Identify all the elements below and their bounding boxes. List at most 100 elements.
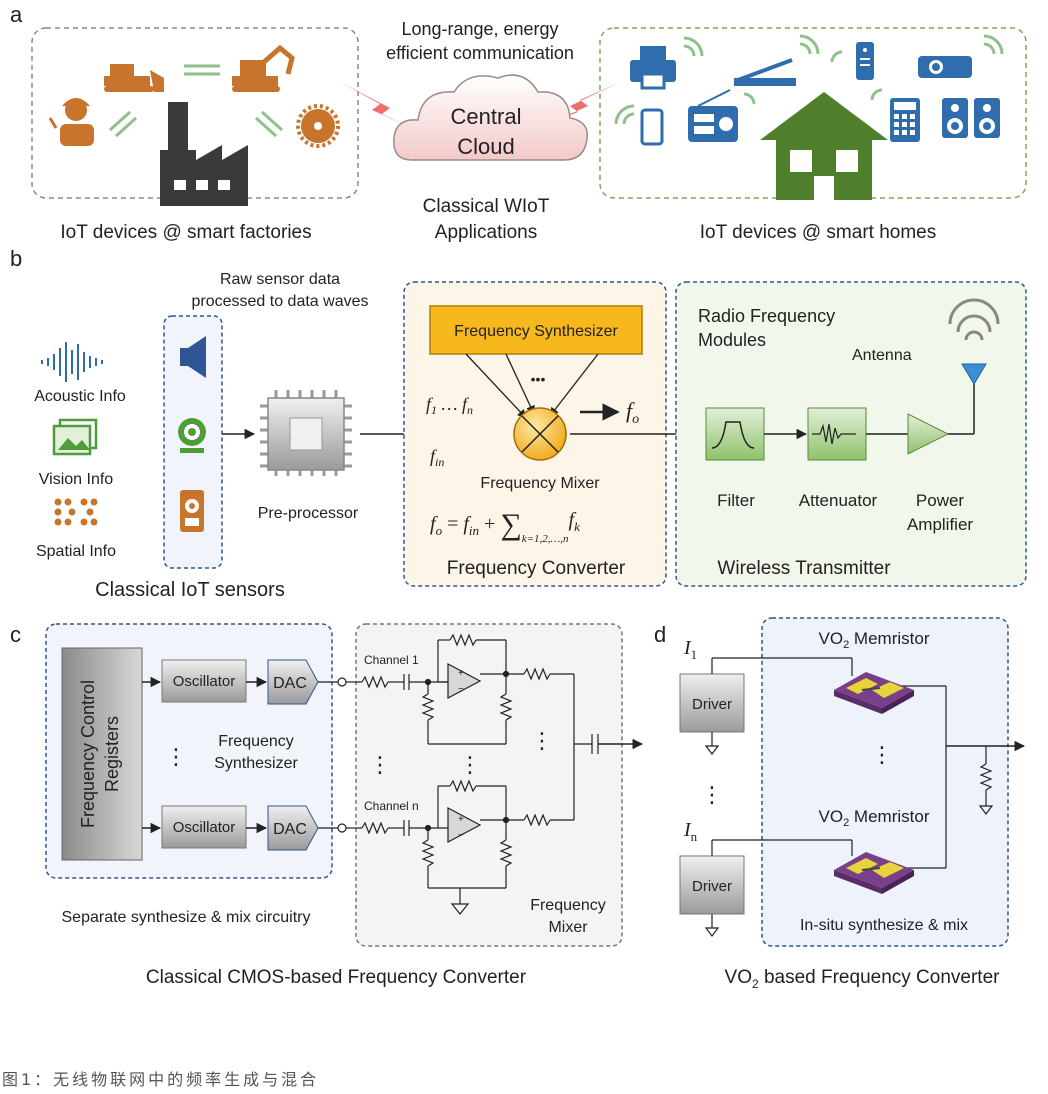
memristor-vertical-dots: ⋮ — [871, 742, 893, 767]
dac-n-block — [267, 805, 319, 851]
filter-label: Filter — [717, 491, 755, 510]
memristor-n-label: VO2 Memristor — [819, 807, 930, 829]
homes-caption: IoT devices @ smart homes — [700, 222, 936, 243]
output-vertical-dots: ⋮ — [531, 728, 553, 753]
factories-caption: IoT devices @ smart factories — [60, 222, 311, 243]
mixer-circuit-channel-n — [318, 674, 599, 915]
synth-to-mixer-lines — [465, 353, 599, 419]
comm-text-line1: Long-range, energy — [401, 19, 558, 39]
remote-icon — [856, 42, 874, 80]
channel-n-label: Channel n — [364, 799, 419, 813]
comm-text-line2: efficient communication — [386, 43, 574, 63]
acoustic-info-label: Acoustic Info — [34, 388, 126, 405]
mixer-label-line2: Mixer — [548, 919, 588, 936]
opamp-1-plus: + — [458, 668, 464, 679]
phone-icon — [640, 108, 664, 146]
synthesizer-label-line1: Frequency — [218, 733, 294, 750]
saw-blade-icon — [296, 104, 340, 148]
panel-letter-b: b — [10, 246, 22, 271]
cmos-mixer-box — [355, 623, 623, 947]
filter-block — [705, 407, 765, 461]
panel-letter-d: d — [654, 622, 666, 647]
link-bolt-right-icon — [548, 82, 620, 124]
excavator-icon — [232, 44, 295, 92]
printer-icon — [630, 46, 676, 90]
channel-1-label: Channel 1 — [364, 653, 419, 667]
opamp-n-plus: + — [458, 814, 464, 825]
apps-caption-line1: Classical WIoT — [423, 196, 550, 217]
channel-vertical-dots: ⋮ — [369, 752, 391, 777]
router-icon — [734, 58, 796, 86]
worker-icon — [48, 98, 94, 146]
vo2-converter-title: VO2 based Frequency Converter — [725, 967, 1001, 991]
i1-label: I1 — [683, 637, 697, 662]
factory-link-icons — [108, 64, 284, 138]
sensors-title: Classical IoT sensors — [95, 579, 285, 601]
memristor-1-label: VO2 Memristor — [819, 629, 930, 651]
rf-modules-line2: Modules — [698, 330, 766, 350]
power-amplifier-line1: Power — [916, 491, 965, 510]
frequency-synthesizer-label: Frequency Synthesizer — [454, 323, 618, 340]
synth-vertical-dots: ⋮ — [165, 744, 187, 769]
insitu-box — [761, 617, 1009, 947]
mixer-circuit-channel-1 — [318, 633, 574, 745]
oscillator-n-label: Oscillator — [173, 819, 236, 836]
apps-caption-line2: Applications — [435, 222, 537, 243]
dac-n-label: DAC — [273, 821, 307, 838]
house-icon — [760, 92, 888, 200]
attenuator-label: Attenuator — [799, 491, 878, 510]
spatial-dots-icon — [54, 498, 98, 526]
vo2-memristor-n-icon — [834, 852, 914, 894]
projector-icon — [918, 56, 972, 78]
registers-label-line1: Frequency Control — [78, 680, 98, 828]
raw-data-line1: Raw sensor data — [220, 271, 340, 288]
driver-vertical-dots: ⋮ — [701, 782, 723, 807]
central-cloud-icon — [393, 74, 588, 161]
preprocessor-label: Pre-processor — [258, 505, 359, 522]
calculator-icon — [890, 98, 920, 142]
opamp-n-minus: − — [458, 830, 464, 841]
frequency-control-registers-block — [61, 647, 143, 861]
speakers-icon — [942, 98, 1000, 138]
driver-n-label: Driver — [692, 878, 732, 895]
in-label: In — [683, 819, 698, 844]
opamp-vertical-dots: ⋮ — [459, 752, 481, 777]
radio-icon — [688, 89, 738, 142]
insitu-caption: In-situ synthesize & mix — [800, 917, 968, 934]
preprocessor-chip-icon — [260, 390, 352, 476]
driver-1-label: Driver — [692, 696, 732, 713]
home-wifi-icons — [614, 34, 1004, 125]
f1-fn-label: f1 … fn — [426, 394, 473, 417]
home-box — [599, 27, 1027, 199]
cmos-converter-title: Classical CMOS-based Frequency Converter — [146, 967, 527, 988]
spatial-sensor-icon — [180, 490, 204, 532]
bulldozer-icon — [104, 64, 164, 92]
factory-building-icon — [160, 102, 248, 206]
panel-letter-a: a — [10, 2, 23, 27]
oscillator-1-label: Oscillator — [173, 673, 236, 690]
vision-image-icon — [52, 418, 98, 456]
fo-label: fo — [626, 398, 639, 427]
dac-1-label: DAC — [273, 675, 307, 692]
panel-letter-c: c — [10, 622, 21, 647]
mixer-label-line1: Frequency — [530, 897, 606, 914]
synth-dots: ••• — [531, 371, 546, 387]
frequency-converter-title: Frequency Converter — [447, 558, 626, 579]
link-bolt-left-icon — [340, 82, 412, 128]
spatial-info-label: Spatial Info — [36, 543, 116, 560]
registers-label-line2: Registers — [102, 716, 122, 792]
frequency-synthesizer-block — [429, 305, 643, 355]
separate-circuitry-caption: Separate synthesize & mix circuitry — [62, 909, 311, 926]
oscillator-1-block — [161, 659, 247, 703]
rf-modules-line1: Radio Frequency — [698, 306, 835, 326]
frequency-mixer-label: Frequency Mixer — [480, 475, 600, 492]
opamp-1-minus: − — [458, 684, 464, 695]
antenna-label: Antenna — [852, 347, 912, 364]
raw-data-line2: processed to data waves — [192, 293, 369, 310]
fin-label: fin — [430, 446, 444, 469]
formula: fo = fin + ∑k=1,2,…,nfk — [430, 508, 580, 545]
power-amplifier-line2: Amplifier — [907, 515, 973, 534]
cloud-label-line2: Cloud — [457, 134, 514, 159]
acoustic-wave-icon — [41, 342, 103, 382]
cloud-label-line1: Central — [451, 104, 522, 129]
